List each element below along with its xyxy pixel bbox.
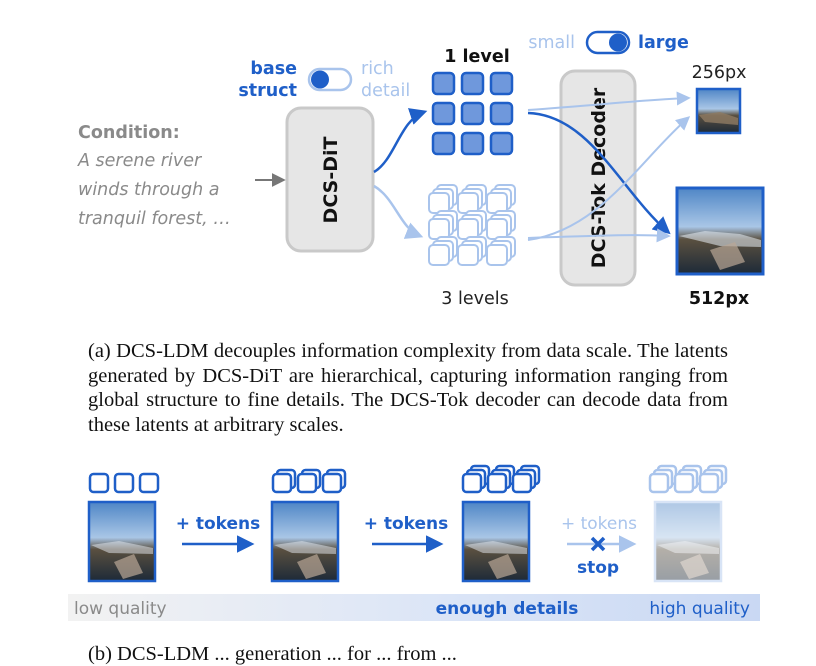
arrow-dit-to-level1: [373, 108, 428, 174]
latent-token-stacked: [457, 244, 479, 266]
token: [673, 472, 695, 494]
quality-low-label: low quality: [74, 599, 167, 619]
latent-token: [489, 71, 514, 96]
latent-token: [431, 101, 456, 126]
latent-grid-1-level: [431, 71, 514, 156]
dcs-dit-box: [285, 106, 375, 253]
stop-label: stop: [577, 558, 619, 578]
size-toggle-large-label: large: [638, 33, 689, 53]
arrow-level1-to-256: [527, 91, 691, 111]
arrow-level1-to-512: [527, 111, 671, 235]
token: [321, 472, 343, 494]
output-image-256: [695, 87, 742, 135]
token: [461, 472, 483, 494]
stage-tokens: [88, 464, 728, 494]
token: [138, 472, 160, 494]
arrow-level3-to-512: [527, 228, 671, 243]
condition-line-1: A serene river: [77, 151, 203, 171]
latent-token: [460, 131, 485, 156]
output-256-label: 256px: [692, 63, 747, 83]
token: [88, 472, 110, 494]
toggle-base-label: base: [250, 59, 297, 79]
dcs-dit-label: DCS-DiT: [320, 137, 342, 224]
caption-b-partial: (b) DCS-LDM ... generation ... for ... f…: [88, 643, 457, 665]
latent-token-stacked: [486, 244, 508, 266]
latent-token-stacked: [428, 244, 450, 266]
latent-token: [489, 131, 514, 156]
latent-grid-3-levels: [428, 184, 516, 266]
token: [511, 472, 533, 494]
arrow-dit-to-level3: [373, 184, 424, 239]
caption-a: (a) DCS-LDM decouples information comple…: [88, 340, 728, 436]
stage-image: [270, 500, 340, 583]
size-toggle[interactable]: [585, 30, 631, 55]
quality-bar: [68, 594, 760, 621]
arrow-label-2: + tokens: [364, 514, 449, 534]
toggle-detail-label: detail: [361, 81, 410, 101]
figure-a: Condition: A serene river winds through …: [77, 30, 765, 309]
stage-images: [87, 500, 723, 583]
token: [271, 472, 293, 494]
arrow-level3-to-256: [527, 116, 691, 241]
toggle-rich-label: rich: [361, 59, 394, 79]
stage-image: [653, 500, 723, 583]
latent-token: [431, 131, 456, 156]
token: [648, 472, 670, 494]
latent-token: [460, 101, 485, 126]
quality-high-label: high quality: [649, 599, 750, 619]
arrow-label-3: + tokens: [561, 514, 637, 534]
output-512-label: 512px: [689, 289, 750, 309]
latent-token: [460, 71, 485, 96]
dcs-tok-decoder-label: DCS-Tok Decoder: [588, 87, 610, 268]
condition-line-3: tranquil forest, …: [78, 209, 231, 229]
token: [486, 472, 508, 494]
token: [698, 472, 720, 494]
quality-mid-label: enough details: [436, 599, 579, 619]
figure-b: + tokens + tokens + tokens stop low qual…: [68, 464, 760, 621]
level-3-label: 3 levels: [441, 289, 508, 309]
level-1-label: 1 level: [444, 47, 509, 67]
stage-image: [461, 500, 531, 583]
token: [113, 472, 135, 494]
stop-x-icon: [590, 536, 606, 552]
latent-token: [431, 71, 456, 96]
output-image-512: [675, 186, 765, 276]
token: [296, 472, 318, 494]
toggle-struct-label: struct: [238, 81, 297, 101]
size-toggle-small-label: small: [528, 33, 575, 53]
latent-token: [489, 101, 514, 126]
condition-line-2: winds through a: [78, 180, 220, 200]
arrow-label-1: + tokens: [176, 514, 261, 534]
structure-detail-toggle[interactable]: [307, 67, 353, 92]
dcs-tok-decoder-box: [559, 69, 637, 287]
condition-label: Condition:: [78, 123, 180, 143]
stage-image: [87, 500, 157, 583]
